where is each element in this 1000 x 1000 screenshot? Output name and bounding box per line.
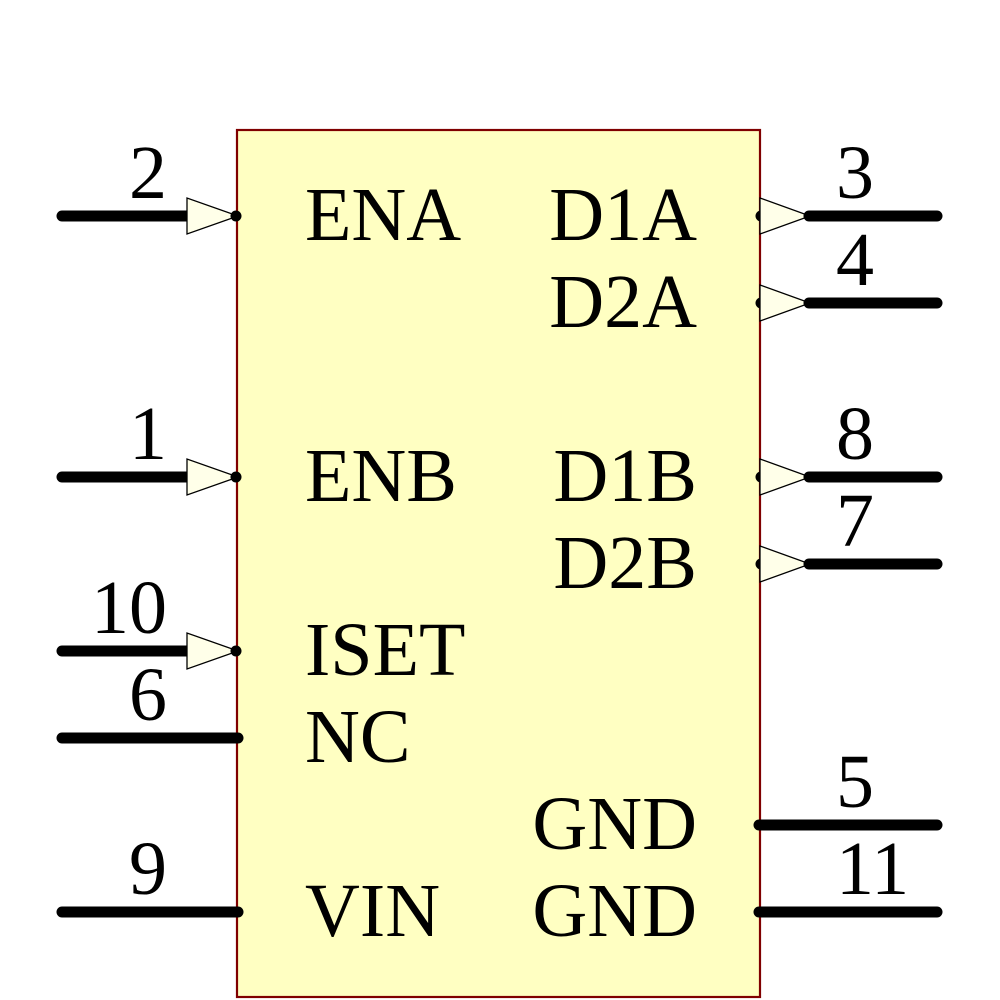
pin-number: 11 (836, 827, 909, 911)
pin-label: GND (532, 782, 697, 866)
output-arrow-icon (759, 284, 812, 322)
pin-connection-dot (230, 645, 242, 657)
pin-number: 3 (836, 131, 874, 215)
pin-label: D2B (553, 521, 697, 605)
pin-label: ENB (305, 434, 457, 518)
pin-number: 10 (91, 566, 167, 650)
pin-number: 7 (836, 479, 874, 563)
input-arrow-icon (186, 632, 240, 670)
output-arrow-icon (759, 458, 812, 496)
pin-label: D1A (549, 173, 697, 257)
input-arrow-icon (186, 197, 240, 235)
component-body (235, 128, 762, 999)
pin-number: 9 (129, 827, 167, 911)
pin-label: GND (532, 869, 697, 953)
pin-number: 4 (836, 218, 874, 302)
output-arrow-icon (759, 197, 812, 235)
pin-connection-dot (230, 210, 242, 222)
pin-label: D1B (553, 434, 697, 518)
pin-number: 6 (129, 653, 167, 737)
pin-number: 8 (836, 392, 874, 476)
pin-number: 1 (129, 392, 167, 476)
pin-number: 2 (129, 131, 167, 215)
output-arrow-icon (759, 545, 812, 583)
pin-label: D2A (549, 260, 697, 344)
pin-label: ENA (305, 173, 461, 257)
pin-label: ISET (305, 608, 465, 692)
pin-number: 5 (836, 740, 874, 824)
pin-connection-dot (230, 471, 242, 483)
input-arrow-icon (186, 458, 240, 496)
pin-label: NC (305, 695, 411, 779)
pin-label: VIN (305, 869, 440, 953)
